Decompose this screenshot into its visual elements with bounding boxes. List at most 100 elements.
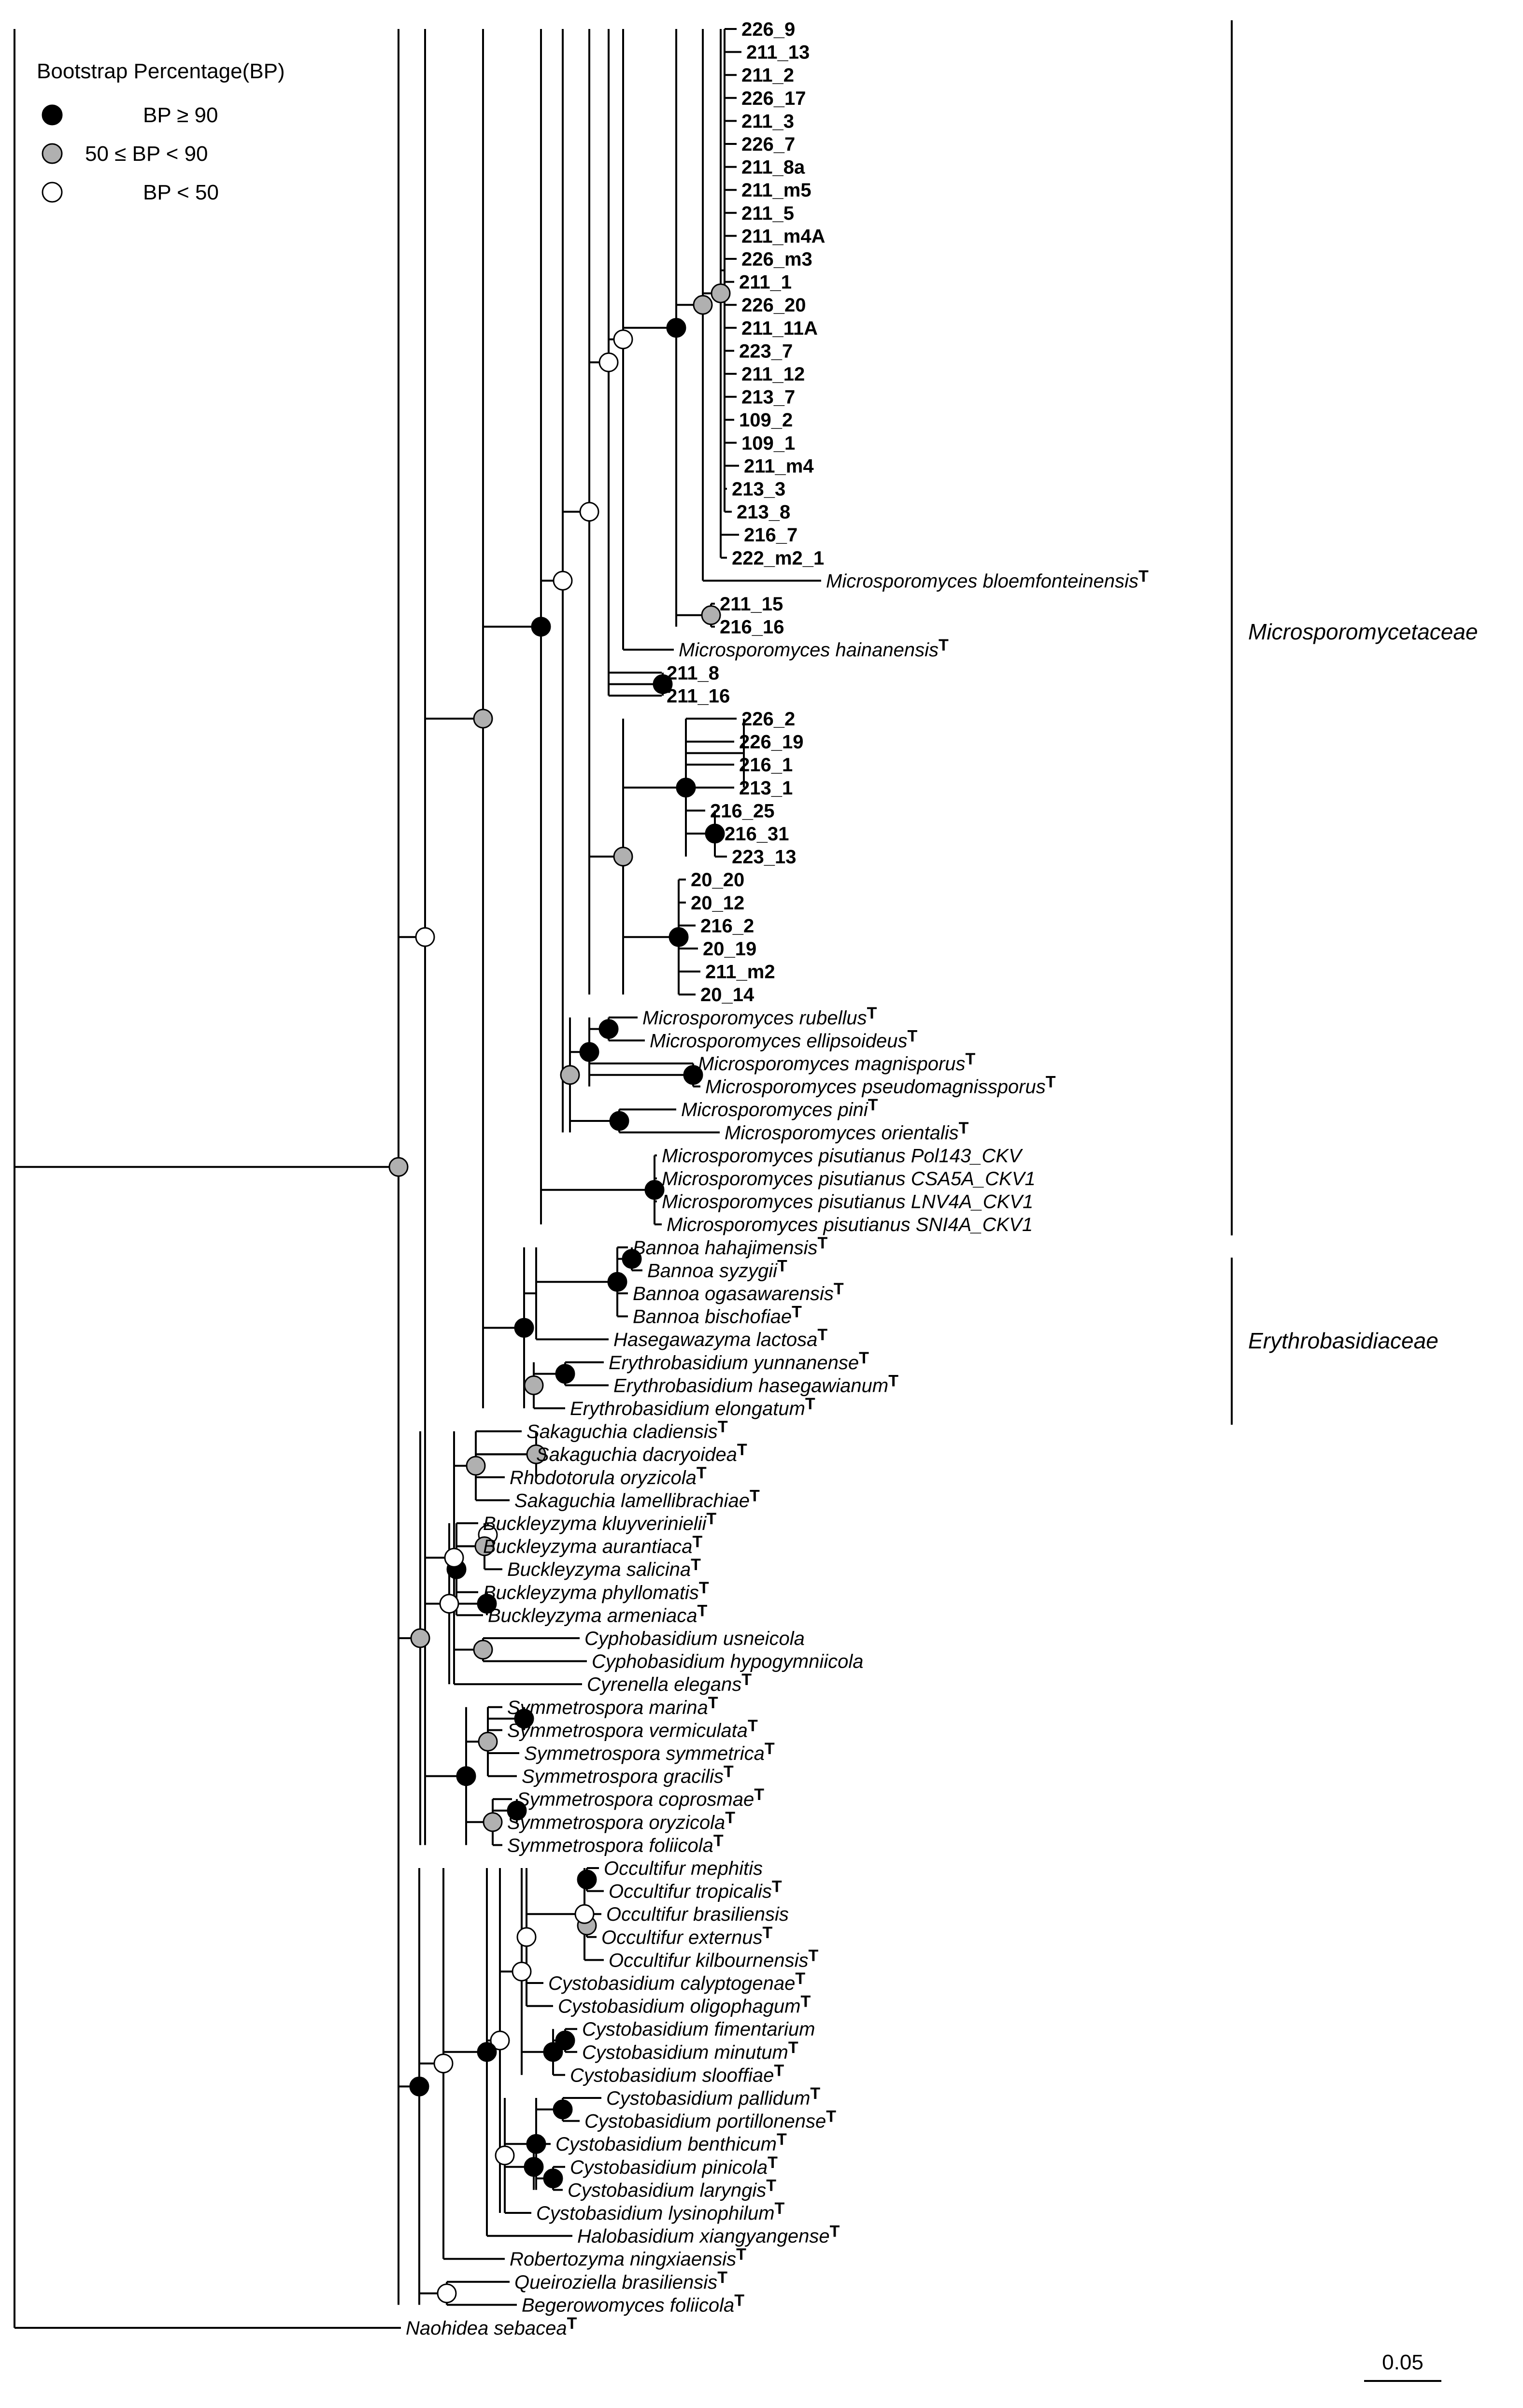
species-label: Buckleyzyma salicinaT <box>507 1556 701 1580</box>
type-strain-marker: T <box>693 1533 703 1551</box>
species-label: Cystobasidium portillonenseT <box>584 2108 836 2132</box>
taxon-labels: 226_9211_13211_2226_17211_3226_7211_8a21… <box>406 19 1149 2339</box>
type-strain-marker: T <box>795 1969 805 1988</box>
isolate-label: 216_31 <box>725 823 789 845</box>
type-strain-marker: T <box>966 1050 976 1068</box>
isolate-label: 109_1 <box>741 433 795 454</box>
taxon-name: 109_2 <box>739 410 793 431</box>
bootstrap-node <box>574 1904 595 1924</box>
bootstrap-node <box>439 1594 459 1614</box>
bootstrap-node <box>466 1456 486 1476</box>
type-strain-marker: T <box>867 1004 877 1022</box>
type-strain-marker: T <box>706 1510 716 1528</box>
isolate-label: 226_9 <box>741 19 795 40</box>
taxon-name: Occultifur mephitis <box>604 1858 763 1879</box>
isolate-label: 211_5 <box>741 203 794 224</box>
taxon-name: 211_8 <box>667 663 719 684</box>
species-label: Bannoa hahajimensisT <box>633 1234 827 1259</box>
species-label: Microsporomyces piniT <box>681 1096 878 1120</box>
legend-marker-medium <box>42 143 63 164</box>
isolate-label: 216_2 <box>700 915 754 936</box>
isolate-label: 223_7 <box>739 340 793 362</box>
species-label: Erythrobasidium elongatumT <box>570 1395 815 1419</box>
type-strain-marker: T <box>777 2130 787 2149</box>
species-label: Erythrobasidium yunnanenseT <box>609 1349 869 1374</box>
isolate-label: 211_3 <box>741 111 794 132</box>
taxon-name: 211_11A <box>741 318 818 339</box>
species-label: Symmetrospora marinaT <box>507 1694 718 1718</box>
type-strain-marker: T <box>697 1464 707 1482</box>
species-label: Buckleyzyma aurantiacaT <box>483 1533 703 1558</box>
type-strain-marker: T <box>1046 1073 1056 1091</box>
taxon-name: 20_14 <box>700 984 754 1006</box>
bootstrap-node <box>495 2145 515 2166</box>
species-label: Symmetrospora symmetricaT <box>524 1740 775 1764</box>
species-label: Microsporomyces pisutianus LNV4A_CKV1 <box>662 1191 1033 1213</box>
bootstrap-legend: Bootstrap Percentage(BP) BP ≥ 90 50 ≤ BP… <box>37 59 285 204</box>
taxon-name: 213_8 <box>737 502 790 523</box>
isolate-label: 211_15 <box>720 594 783 615</box>
type-strain-marker: T <box>1139 567 1149 585</box>
bootstrap-node <box>444 1547 464 1568</box>
species-label: Sakaguchia lamellibrachiaeT <box>514 1487 760 1511</box>
species-label: Microsporomyces bloemfonteinensisT <box>826 567 1149 592</box>
taxon-name: Cyrenella elegans <box>587 1674 741 1695</box>
type-strain-marker: T <box>810 2084 820 2103</box>
isolate-label: 216_16 <box>720 617 784 638</box>
taxon-name: Symmetrospora symmetrica <box>524 1743 765 1764</box>
legend-label-medium: 50 ≤ BP < 90 <box>85 142 208 166</box>
type-strain-marker: T <box>868 1096 878 1114</box>
taxon-name: Bannoa hahajimensis <box>633 1237 817 1259</box>
type-strain-marker: T <box>939 636 949 654</box>
isolate-label: 226_7 <box>741 134 795 155</box>
taxon-name: Cyphobasidium usneicola <box>584 1628 805 1649</box>
species-label: Buckleyzyma kluyverinieliiT <box>483 1510 716 1534</box>
isolate-label: 211_1 <box>739 272 792 293</box>
isolate-label: 213_7 <box>741 387 795 408</box>
type-strain-marker: T <box>708 1694 718 1712</box>
type-strain-marker: T <box>691 1556 701 1574</box>
type-strain-marker: T <box>859 1349 869 1367</box>
type-strain-marker: T <box>737 1441 747 1459</box>
taxon-name: 226_2 <box>741 708 795 730</box>
isolate-label: 211_8a <box>741 157 805 178</box>
taxon-name: Microsporomyces orientalis <box>725 1122 959 1144</box>
bootstrap-node <box>683 1065 703 1085</box>
species-label: Bannoa ogasawarensisT <box>633 1280 844 1304</box>
taxon-name: 211_8a <box>741 157 805 178</box>
bootstrap-node <box>531 617 551 637</box>
isolate-label: 213_3 <box>732 479 785 500</box>
taxon-name: Symmetrospora marina <box>507 1697 708 1718</box>
species-label: Cystobasidium calyptogenaeT <box>548 1969 805 1994</box>
isolate-label: 211_2 <box>741 65 794 86</box>
bootstrap-node <box>433 2054 454 2074</box>
bootstrap-node <box>478 1731 498 1752</box>
isolate-label: 213_1 <box>739 778 793 799</box>
species-label: Occultifur externusT <box>601 1924 772 1948</box>
taxon-name: 211_2 <box>741 65 794 86</box>
taxon-name: Robertozyma ningxiaensis <box>510 2249 736 2270</box>
species-label: Microsporomyces ellipsoideusT <box>650 1027 918 1051</box>
bootstrap-node <box>579 502 599 522</box>
species-label: Occultifur brasiliensis <box>606 1904 789 1925</box>
species-label: Sakaguchia cladiensisT <box>527 1418 728 1443</box>
taxon-name: Microsporomyces rubellus <box>642 1007 867 1029</box>
species-label: Symmetrospora vermiculataT <box>507 1716 758 1741</box>
bootstrap-node <box>613 847 633 867</box>
taxon-name: Symmetrospora gracilis <box>522 1766 724 1787</box>
bootstrap-node <box>415 927 435 947</box>
species-label: Microsporomyces pisutianus Pol143_CKV <box>662 1145 1023 1166</box>
bootstrap-node <box>524 2157 544 2177</box>
taxon-name: 211_1 <box>739 272 792 293</box>
taxon-name: Erythrobasidium elongatum <box>570 1398 805 1419</box>
type-strain-marker: T <box>826 2108 836 2126</box>
taxon-name: Cystobasidium pallidum <box>606 2088 810 2109</box>
species-label: Cystobasidium fimentarium <box>582 2019 815 2040</box>
taxon-name: Microsporomyces pisutianus SNI4A_CKV1 <box>667 1214 1033 1235</box>
taxon-name: 222_m2_1 <box>732 548 824 569</box>
taxon-name: 211_m2 <box>705 962 775 983</box>
taxon-name: 213_1 <box>739 778 793 799</box>
bootstrap-nodes <box>388 283 731 2304</box>
type-strain-marker: T <box>801 1993 811 2011</box>
